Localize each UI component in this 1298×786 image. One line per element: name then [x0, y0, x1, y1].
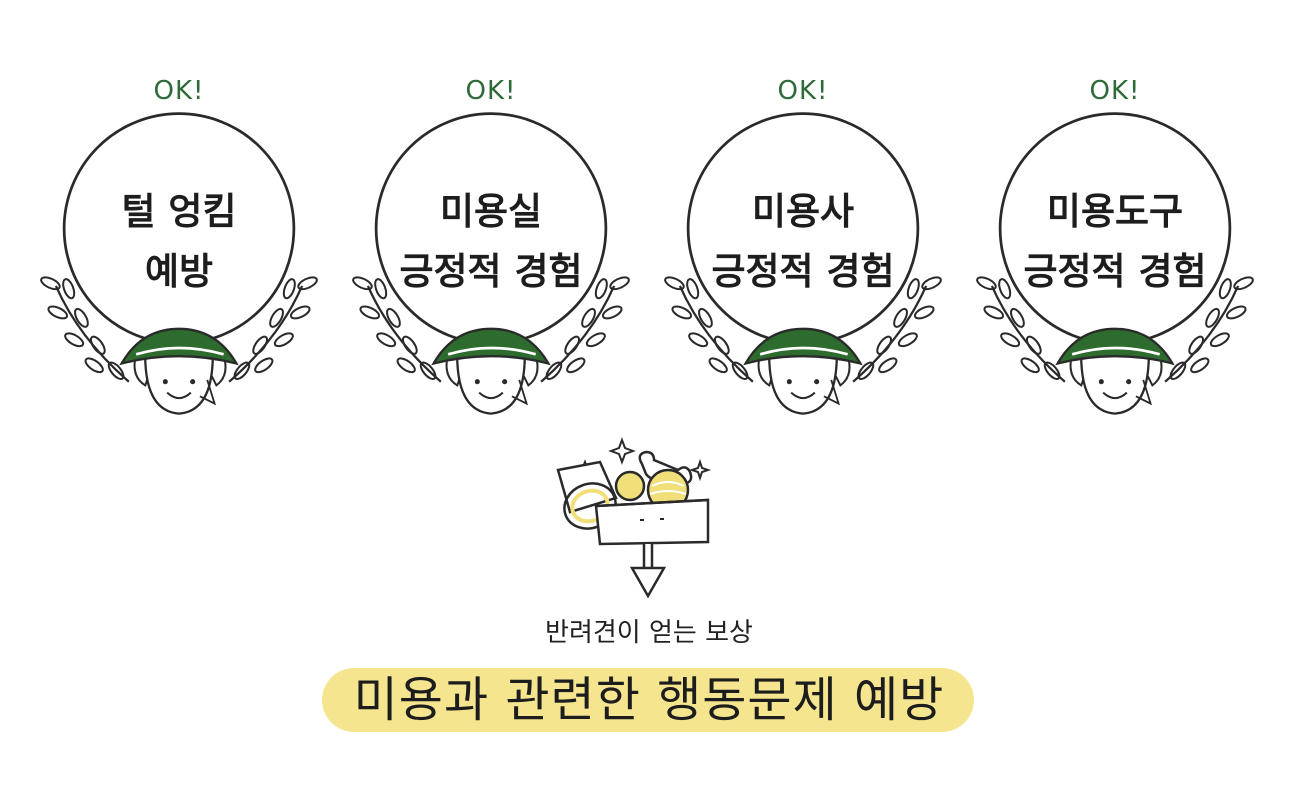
badge-label-line2: 예방 — [144, 250, 214, 293]
badge-label-line1: 미용실 — [439, 190, 543, 233]
badge-label-line1: 미용사 — [751, 190, 855, 233]
badge-label: 미용실 긍정적 경험 — [336, 182, 646, 302]
badge-1: OK! 털 엉킴 예방 — [24, 70, 334, 420]
reward-label: 반려견이 얻는 보상 — [545, 618, 753, 648]
badge-label-line2: 긍정적 경험 — [711, 250, 895, 293]
badge-3: OK! 미용사 긍정적 경험 — [648, 70, 958, 420]
badge-label-line1: 미용도구 — [1046, 190, 1184, 233]
ok-text: OK! — [153, 76, 205, 106]
sparkle-icon — [608, 437, 636, 465]
ok-text: OK! — [465, 76, 517, 106]
headline-highlight — [322, 668, 974, 732]
badge-2: OK! 미용실 긍정적 경험 — [336, 70, 646, 420]
badge-label-line2: 긍정적 경험 — [1023, 250, 1207, 293]
badge-label: 털 엉킴 예방 — [24, 182, 334, 302]
badge-4: OK! 미용도구 긍정적 경험 — [960, 70, 1270, 420]
badge-label-line1: 털 엉킴 — [121, 190, 237, 233]
badge-label-line2: 긍정적 경험 — [399, 250, 583, 293]
ok-text: OK! — [777, 76, 829, 106]
sparkle-icon — [688, 458, 712, 482]
treat-box-icon — [556, 437, 712, 599]
badge-label: 미용도구 긍정적 경험 — [960, 182, 1270, 302]
badge-label: 미용사 긍정적 경험 — [648, 182, 958, 302]
ok-text: OK! — [1089, 76, 1141, 106]
headline: 미용과 관련한 행동문제 예방 — [353, 672, 945, 728]
